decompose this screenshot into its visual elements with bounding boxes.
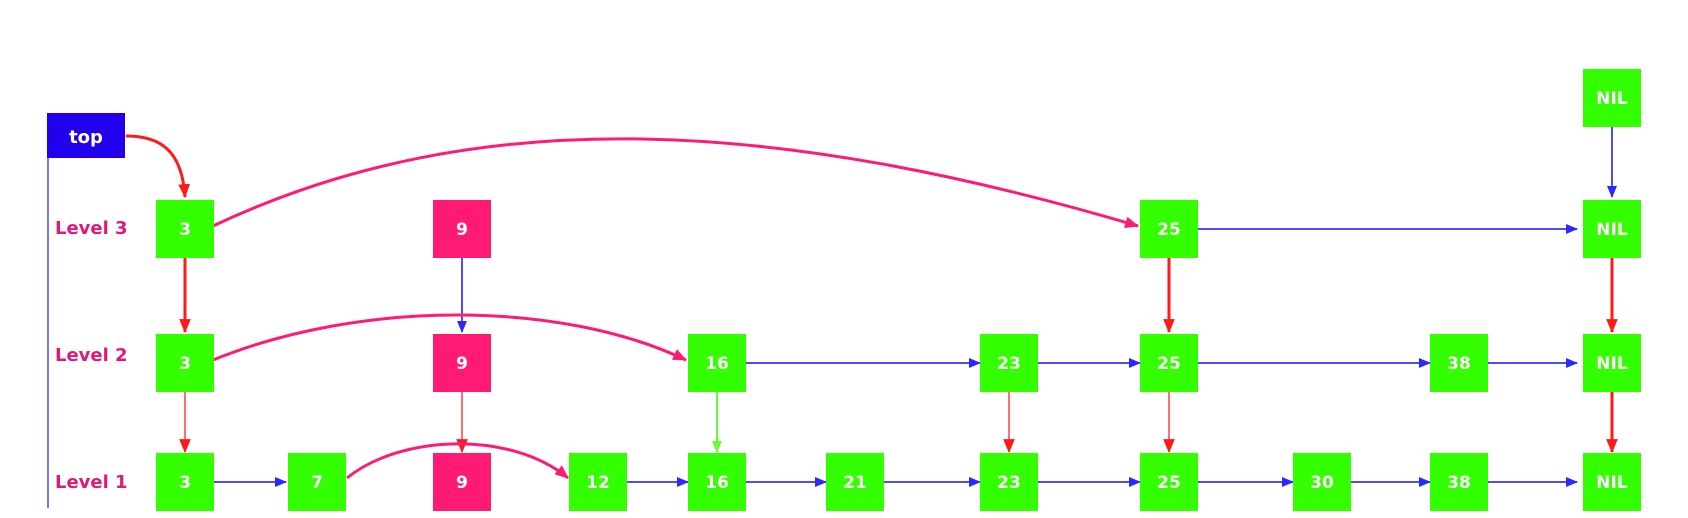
node-l1-3: 3	[156, 453, 214, 511]
curve-l2-3-to-16	[212, 313, 688, 362]
node-l1-23-label: 23	[997, 473, 1021, 493]
node-l1-30-label: 30	[1310, 473, 1334, 493]
node-l3-3: 3	[156, 200, 214, 258]
node-l2-16-label: 16	[705, 354, 729, 374]
node-l1-7-label: 7	[311, 473, 323, 493]
node-l3-3-label: 3	[179, 220, 191, 240]
node-l3-25: 25	[1140, 200, 1198, 258]
level-label-3: Level 3	[55, 218, 128, 239]
node-l1-7: 7	[288, 453, 346, 511]
node-l2-23-label: 23	[997, 354, 1021, 374]
node-l1-nil: NIL	[1583, 453, 1641, 511]
node-l1-38-label: 38	[1447, 473, 1471, 493]
node-nil-head: NIL	[1583, 69, 1641, 127]
node-l1-16-label: 16	[705, 473, 729, 493]
node-l1-25: 25	[1140, 453, 1198, 511]
node-l2-9-inserted-label: 9	[456, 354, 468, 374]
node-l2-nil: NIL	[1583, 334, 1641, 392]
level-label-1: Level 1	[55, 472, 128, 493]
node-l1-3-label: 3	[179, 473, 191, 493]
level-label-2: Level 2	[55, 345, 128, 366]
node-l1-12-label: 12	[586, 473, 610, 493]
node-l1-16: 16	[688, 453, 746, 511]
node-l2-16: 16	[688, 334, 746, 392]
top-pointer-box: top	[47, 113, 125, 158]
node-l2-23: 23	[980, 334, 1038, 392]
node-l2-25: 25	[1140, 334, 1198, 392]
node-l1-nil-label: NIL	[1596, 473, 1628, 493]
node-l2-38-label: 38	[1447, 354, 1471, 374]
node-l3-nil: NIL	[1583, 200, 1641, 258]
node-l2-38: 38	[1430, 334, 1488, 392]
node-l3-nil-label: NIL	[1596, 220, 1628, 240]
node-l1-30: 30	[1293, 453, 1351, 511]
node-l1-23: 23	[980, 453, 1038, 511]
search-top-to-l3-3	[125, 134, 190, 199]
node-l2-3: 3	[156, 334, 214, 392]
node-l1-12: 12	[569, 453, 627, 511]
node-l2-nil-label: NIL	[1596, 354, 1628, 374]
node-l1-38: 38	[1430, 453, 1488, 511]
node-l2-9-inserted: 9	[433, 334, 491, 392]
node-l1-25-label: 25	[1157, 473, 1181, 493]
node-l1-9-inserted-label: 9	[456, 473, 468, 493]
node-l3-9-inserted-label: 9	[456, 220, 468, 240]
node-l3-25-label: 25	[1157, 220, 1181, 240]
curve-l1-7-to-12	[346, 442, 569, 480]
curve-l3-3-to-25	[212, 137, 1140, 228]
node-l1-21-label: 21	[843, 473, 867, 493]
node-l2-3-label: 3	[179, 354, 191, 374]
node-l3-9-inserted: 9	[433, 200, 491, 258]
node-l1-9-inserted: 9	[433, 453, 491, 511]
node-l2-25-label: 25	[1157, 354, 1181, 374]
node-nil-head-label: NIL	[1596, 89, 1628, 109]
node-l1-21: 21	[826, 453, 884, 511]
top-label: top	[69, 127, 103, 148]
